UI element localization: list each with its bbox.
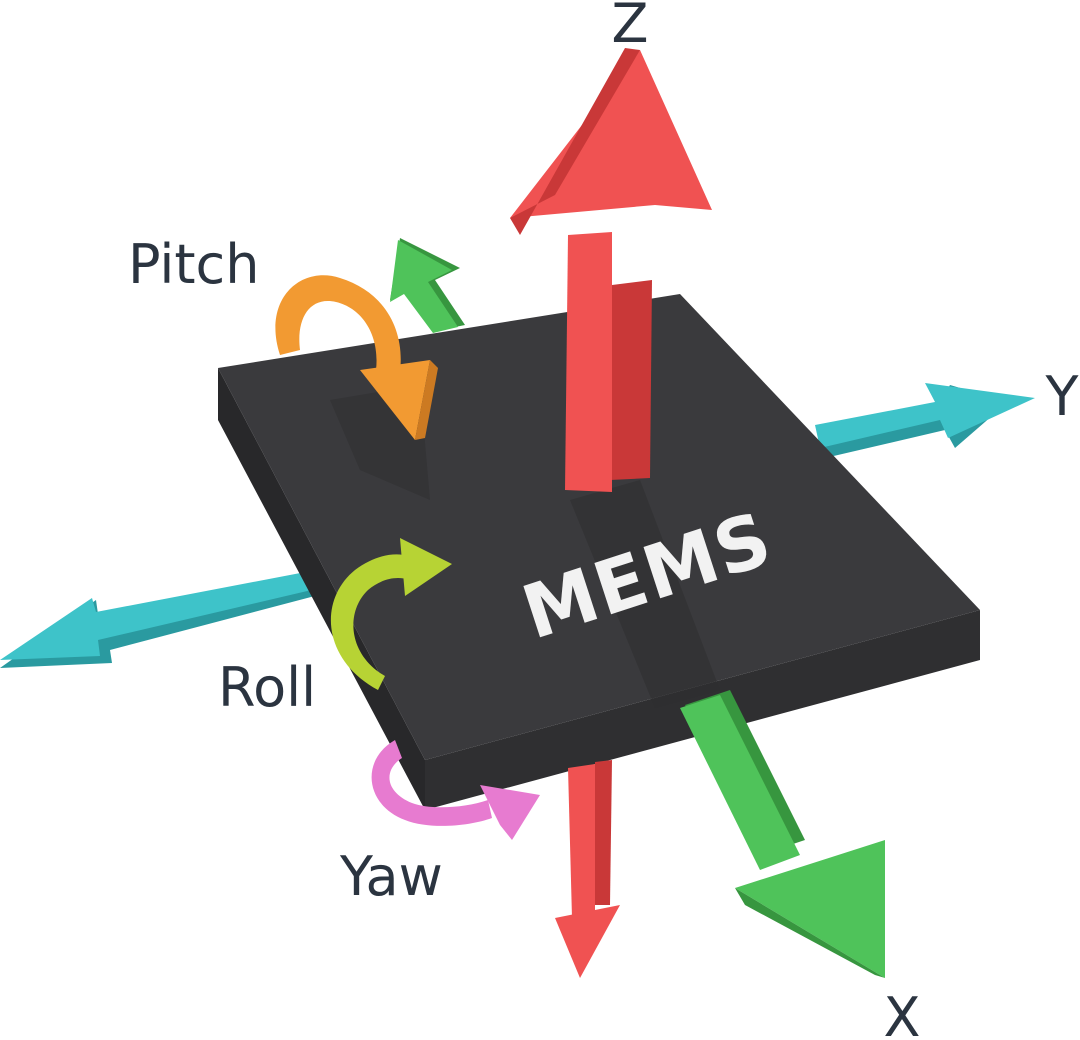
- z-axis-negative-arrow: [555, 760, 620, 978]
- axis-label-z: Z: [612, 0, 649, 55]
- axis-label-y: Y: [1045, 365, 1080, 428]
- roll-label: Roll: [218, 656, 316, 719]
- x-axis-negative-arrow: [390, 238, 465, 333]
- axis-label-x: X: [884, 986, 921, 1040]
- yaw-label: Yaw: [339, 845, 443, 908]
- pitch-rotation-arrow: [275, 275, 438, 440]
- x-axis-positive-arrow: [680, 690, 885, 978]
- y-axis-negative-arrow: [0, 570, 330, 668]
- z-axis-positive-arrow: [510, 48, 712, 492]
- yaw-rotation-arrow: [371, 740, 540, 840]
- y-axis-positive-arrow: [815, 383, 1035, 458]
- roll-rotation-arrow: [330, 538, 452, 690]
- pitch-label: Pitch: [128, 233, 259, 296]
